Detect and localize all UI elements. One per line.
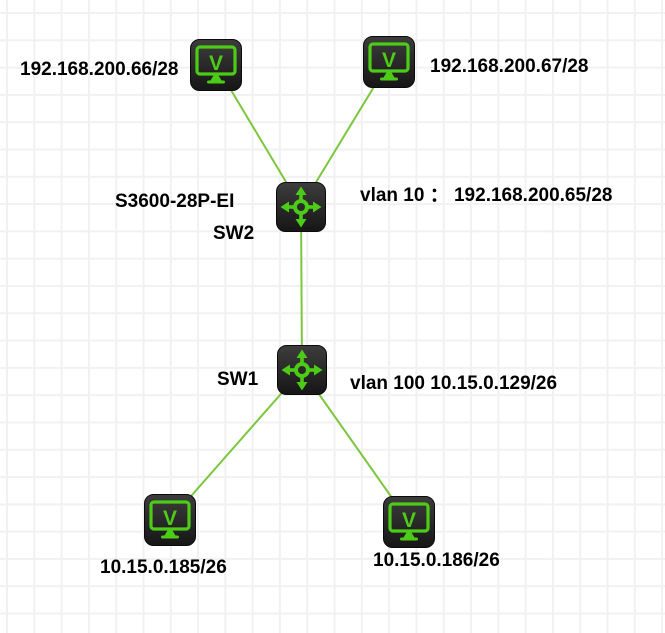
host-icon-letter: V	[402, 509, 416, 532]
switch-name-label-sw2: SW2	[213, 223, 255, 244]
host-monitor-icon: V	[144, 494, 196, 546]
vlan-annotation-sw2: vlan 10 ： 192.168.200.65/28	[360, 185, 613, 206]
host-icon-letter: V	[163, 507, 177, 530]
switch-model-label-sw2: S3600-28P-EI	[115, 191, 235, 212]
host-monitor-icon: V	[363, 36, 415, 88]
host-ip-label-top-right: 192.168.200.67/28	[430, 56, 589, 77]
host-icon-letter: V	[209, 52, 223, 75]
host-monitor-icon: V	[190, 39, 242, 91]
host-monitor-icon: V	[383, 496, 435, 548]
host-node-192-168-200-67[interactable]: V	[363, 36, 415, 88]
switch-name-label-sw1: SW1	[217, 369, 259, 390]
switch-crossroads-icon	[276, 182, 326, 232]
host-ip-label-top-left: 192.168.200.66/28	[20, 59, 179, 80]
host-icon-letter: V	[382, 49, 396, 72]
host-node-10-15-0-186[interactable]: V	[383, 496, 435, 548]
switch-crossroads-icon	[277, 345, 327, 395]
host-node-192-168-200-66[interactable]: V	[190, 39, 242, 91]
switch-node-sw2[interactable]	[276, 182, 326, 232]
host-ip-label-bottom-left: 10.15.0.185/26	[100, 557, 227, 578]
host-node-10-15-0-185[interactable]: V	[144, 494, 196, 546]
vlan-annotation-sw1: vlan 100 10.15.0.129/26	[350, 373, 558, 394]
link-sw1-host185[interactable]	[169, 369, 303, 521]
switch-node-sw1[interactable]	[277, 345, 327, 395]
link-sw2-sw1[interactable]	[300, 206, 303, 371]
host-ip-label-bottom-right: 10.15.0.186/26	[373, 550, 500, 571]
